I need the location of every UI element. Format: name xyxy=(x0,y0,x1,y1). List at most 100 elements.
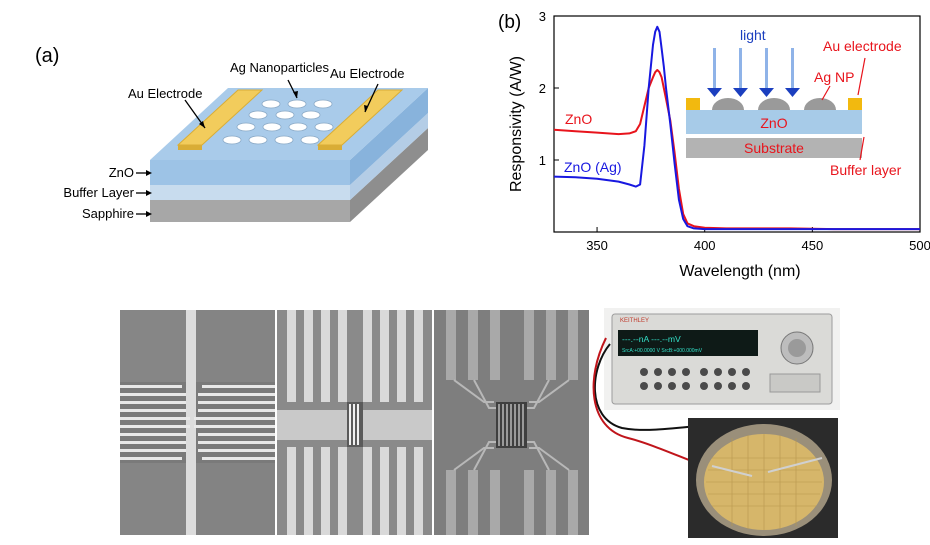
x-axis-ticks: 350 400 450 500 xyxy=(586,227,930,253)
light-arrow-head xyxy=(759,88,774,97)
y-axis-title: Responsivity (A/W) xyxy=(508,56,525,192)
probe-needle-left xyxy=(711,465,753,477)
measurement-setup-photo: KEITHLEY ---.--nA ---.--mV SrcA:+00.0000… xyxy=(592,308,842,540)
arrow-heads xyxy=(146,91,368,217)
cable-red xyxy=(592,337,711,469)
panel-b-label: (b) xyxy=(498,12,521,33)
inset-buffer-layer xyxy=(686,134,862,138)
inset-ag-np xyxy=(804,98,836,110)
panel-b: (b) 1 2 3 350 400 450 500 Wavelength (nm) Res… xyxy=(480,0,930,285)
ag-np xyxy=(236,122,256,132)
zno-label: ZnO xyxy=(109,165,134,180)
zno-front xyxy=(150,160,350,185)
responsivity-chart: (b) 1 2 3 350 400 450 500 Wavelength (nm) Res… xyxy=(498,9,930,280)
x-tick-label: 450 xyxy=(802,238,824,253)
light-arrow-head xyxy=(785,88,800,97)
ag-np xyxy=(262,122,282,132)
inset-arrow xyxy=(859,136,865,161)
inset-arrow xyxy=(821,85,831,101)
buffer-side xyxy=(350,113,428,200)
inset-arrow xyxy=(857,57,866,96)
ag-np xyxy=(300,135,320,145)
legend-zno-ag: ZnO (Ag) xyxy=(564,159,622,175)
inset-ag-np xyxy=(712,98,744,110)
light-arrow-head xyxy=(707,88,722,97)
arrow-head xyxy=(146,211,152,217)
light-arrow-shaft xyxy=(739,48,742,90)
ag-np xyxy=(275,110,295,120)
inset-au-electrode-right xyxy=(848,98,862,110)
inset-zno-layer xyxy=(686,110,862,134)
inset-au-electrode-label: Au electrode xyxy=(823,38,902,54)
light-arrow-shaft xyxy=(765,48,768,90)
arrow-head xyxy=(364,105,368,112)
setup-illustration: KEITHLEY ---.--nA ---.--mV SrcA:+00.0000… xyxy=(592,308,840,538)
ag-np xyxy=(287,99,307,109)
x-tick-label: 500 xyxy=(909,238,930,253)
inset-buffer-layer-label: Buffer layer xyxy=(830,162,902,178)
panel-a-label: (a) xyxy=(35,45,59,67)
ag-np xyxy=(222,135,242,145)
inset-light-label: light xyxy=(740,27,766,43)
light-arrow-head xyxy=(733,88,748,97)
ag-np xyxy=(314,122,334,132)
plot-frame xyxy=(553,15,921,233)
x-tick-label: 350 xyxy=(586,238,608,253)
zno-top-surface xyxy=(150,88,428,160)
arrow-head xyxy=(146,190,152,196)
panel-a: (a) Au Electrode Ag Nanoparticles Au Ele… xyxy=(0,0,480,280)
sapphire-label: Sapphire xyxy=(82,206,134,221)
sapphire-side xyxy=(350,128,428,222)
ag-np xyxy=(288,122,308,132)
arrow-head xyxy=(293,91,298,98)
ag-np xyxy=(248,110,268,120)
device-schematic: (a) Au Electrode Ag Nanoparticles Au Ele… xyxy=(35,45,428,222)
ag-np xyxy=(261,99,281,109)
arrow-head xyxy=(146,170,152,176)
light-arrow-shaft xyxy=(791,48,794,90)
series-line-zno-ag xyxy=(553,25,920,231)
au-electrode-right-side xyxy=(318,145,342,150)
sapphire-front xyxy=(150,200,350,222)
sem-pattern-1 xyxy=(120,310,275,535)
sourcemeter-display xyxy=(618,330,758,356)
sem-image-1 xyxy=(120,310,275,535)
inset-au-electrode-left xyxy=(686,98,700,110)
au-electrode-right-label: Au Electrode xyxy=(330,66,404,81)
ag-np xyxy=(313,99,333,109)
sourcemeter-buttons xyxy=(640,368,750,390)
x-tick-label: 400 xyxy=(694,238,716,253)
y-tick-label: 1 xyxy=(539,153,546,168)
y-tick-label: 3 xyxy=(539,9,546,24)
sourcemeter-display-line1: ---.--nA ---.--mV xyxy=(622,334,681,344)
arrow-head xyxy=(199,121,205,128)
inset-schematic: light ZnO Substrate Au electrode Ag NP B… xyxy=(686,27,902,178)
light-arrows xyxy=(707,48,800,97)
sem-image-2 xyxy=(277,310,432,535)
ag-np xyxy=(301,110,321,120)
sourcemeter-knob-center xyxy=(788,339,806,357)
inset-substrate-layer xyxy=(686,138,862,158)
light-arrow-shaft xyxy=(713,48,716,90)
sourcemeter-brand: KEITHLEY xyxy=(620,318,649,324)
ag-np xyxy=(274,135,294,145)
probe-needle-right xyxy=(767,457,823,473)
inset-ag-np xyxy=(758,98,790,110)
legend-zno: ZnO xyxy=(565,111,592,127)
inset-zno-label: ZnO xyxy=(760,115,787,131)
au-electrode-left-side xyxy=(178,145,202,150)
au-electrode-left-label: Au Electrode xyxy=(128,86,202,101)
inset-substrate-label: Substrate xyxy=(744,140,804,156)
sourcemeter-display-line2: SrcA:+00.0000 V SrcB:+000.000mV xyxy=(622,348,703,354)
buffer-layer-label: Buffer Layer xyxy=(63,185,134,200)
sem-pattern-3 xyxy=(434,310,589,535)
inset-red-arrows xyxy=(821,57,866,161)
ag-np xyxy=(248,135,268,145)
y-tick-label: 2 xyxy=(539,81,546,96)
buffer-front xyxy=(150,185,350,200)
x-axis-title: Wavelength (nm) xyxy=(679,263,800,280)
ag-nanoparticles-label: Ag Nanoparticles xyxy=(230,60,329,75)
sem-image-3 xyxy=(434,310,589,535)
inset-ag-np-label: Ag NP xyxy=(814,69,854,85)
zno-side xyxy=(350,88,428,185)
